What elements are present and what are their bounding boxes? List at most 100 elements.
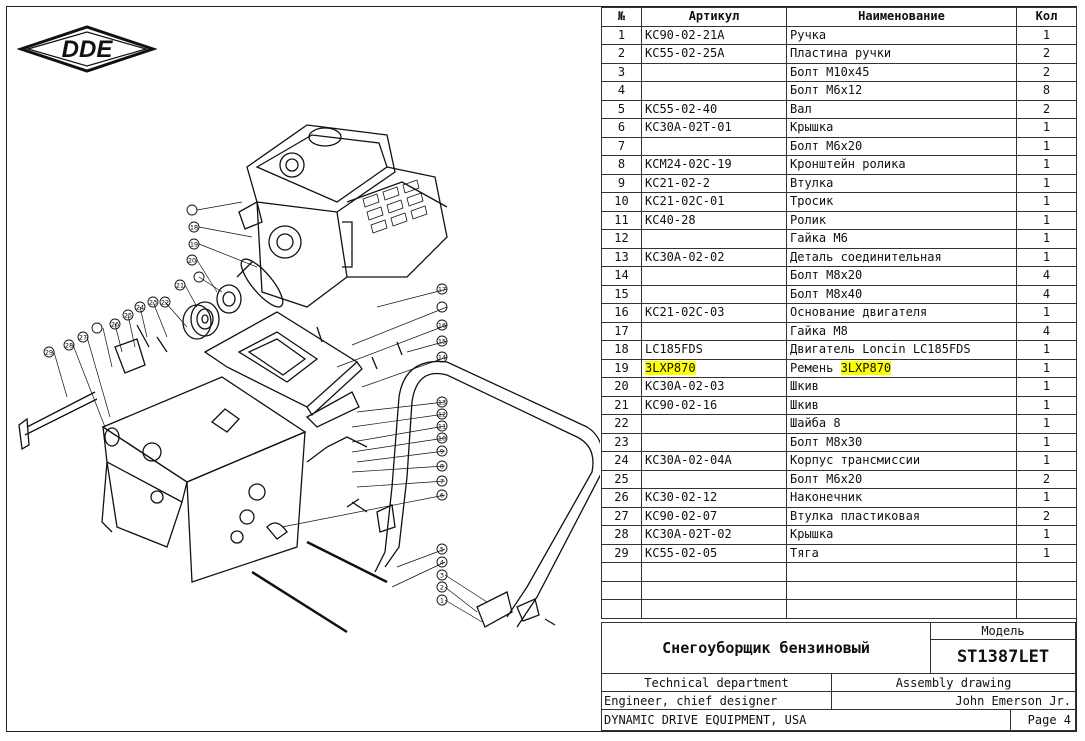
cell-qty: 1 [1016, 414, 1077, 434]
cell-name: Болт M8x30 [786, 432, 1017, 452]
cell-article: KC21-02-2 [641, 173, 787, 193]
callout-19: 19 [190, 241, 198, 249]
cell-qty: 1 [1016, 173, 1077, 193]
cell-qty: 2 [1016, 469, 1077, 489]
cell-qty: 1 [1016, 358, 1077, 378]
cell-num: 12 [601, 229, 642, 249]
cell-article [641, 136, 787, 156]
cell-qty: 1 [1016, 395, 1077, 415]
model-label: Модель [981, 624, 1025, 638]
cell-name: Ролик [786, 210, 1017, 230]
cell-name: Болт M6x12 [786, 81, 1017, 101]
callout-29: 29 [45, 349, 53, 357]
cell-name: Деталь соединительная [786, 247, 1017, 267]
cell-num: 18 [601, 340, 642, 360]
cell-num: 19 [601, 358, 642, 378]
cell-num: 13 [601, 247, 642, 267]
cell-num: 10 [601, 192, 642, 212]
doc-type-cell: Assembly drawing [831, 673, 1076, 692]
header-article: Артикул [641, 7, 787, 27]
cell-qty: 1 [1016, 525, 1077, 545]
callout-27: 27 [79, 334, 87, 342]
cell-num: 15 [601, 284, 642, 304]
cell-num: 20 [601, 377, 642, 397]
callout-24: 24 [136, 304, 144, 312]
table-row [601, 562, 1077, 582]
cell-name: Наконечник [786, 488, 1017, 508]
cell-num: 8 [601, 155, 642, 175]
shaft-illustration [306, 540, 388, 584]
cell-article: KC55-02-05 [641, 543, 787, 563]
cell-name: Кронштейн ролика [786, 155, 1017, 175]
transmission-housing-illustration [101, 376, 307, 583]
cell-article [641, 321, 787, 341]
callout-2: 2 [440, 584, 444, 592]
cell-qty: 1 [1016, 377, 1077, 397]
cell-qty: 4 [1016, 321, 1077, 341]
cell-article: KC21-02C-03 [641, 303, 787, 323]
cell-qty: 2 [1016, 99, 1077, 119]
cell-num: 3 [601, 62, 642, 82]
cell-qty: 1 [1016, 229, 1077, 249]
cell-article [641, 432, 787, 452]
cell-qty: 2 [1016, 506, 1077, 526]
cell-qty: 1 [1016, 340, 1077, 360]
cell-num: 16 [601, 303, 642, 323]
highlighted-article-in-name: 3LXP870 [840, 360, 892, 375]
cell-num [601, 599, 642, 619]
cell-name: Гайка M8 [786, 321, 1017, 341]
cell-name: Ручка [786, 25, 1017, 45]
cell-num: 21 [601, 395, 642, 415]
cell-num: 6 [601, 118, 642, 138]
cell-name: Корпус трансмиссии [786, 451, 1017, 471]
cell-name: Втулка пластиковая [786, 506, 1017, 526]
cell-name: Пластина ручки [786, 44, 1017, 64]
cell-qty: 2 [1016, 44, 1077, 64]
model-number: ST1387LET [956, 646, 1050, 667]
cell-num: 22 [601, 414, 642, 434]
cell-article [641, 599, 787, 619]
cell-num: 29 [601, 543, 642, 563]
callout-1: 1 [440, 597, 444, 605]
cell-name: Болт M6x20 [786, 469, 1017, 489]
cell-name: Болт M10x45 [786, 62, 1017, 82]
header-qty: Кол [1016, 7, 1077, 27]
callout-7: 7 [440, 478, 444, 486]
cell-num [601, 580, 642, 600]
callout-8: 8 [440, 463, 444, 471]
cell-name: Крышка [786, 525, 1017, 545]
cell-name: Тросик [786, 192, 1017, 212]
department-cell: Technical department [601, 673, 832, 692]
header-name: Наименование [786, 7, 1017, 27]
callout-12: 12 [438, 411, 446, 419]
callout-13: 13 [438, 399, 446, 407]
cell-article [641, 469, 787, 489]
parts-table-header: № Артикул Наименование Кол [601, 7, 1077, 27]
highlighted-article: 3LXP870 [645, 360, 696, 375]
doc-type: Assembly drawing [895, 675, 1012, 690]
cell-article: KC30-02-12 [641, 488, 787, 508]
cell-article [641, 580, 787, 600]
callout-25: 25 [124, 312, 132, 320]
callout-3: 3 [440, 572, 444, 580]
cell-num: 27 [601, 506, 642, 526]
cell-article [641, 284, 787, 304]
cell-article [641, 229, 787, 249]
cell-name: Тяга [786, 543, 1017, 563]
cell-name: Двигатель Loncin LC185FDS [786, 340, 1017, 360]
shaft2-illustration [251, 570, 348, 634]
company: DYNAMIC DRIVE EQUIPMENT, USA [604, 713, 807, 727]
